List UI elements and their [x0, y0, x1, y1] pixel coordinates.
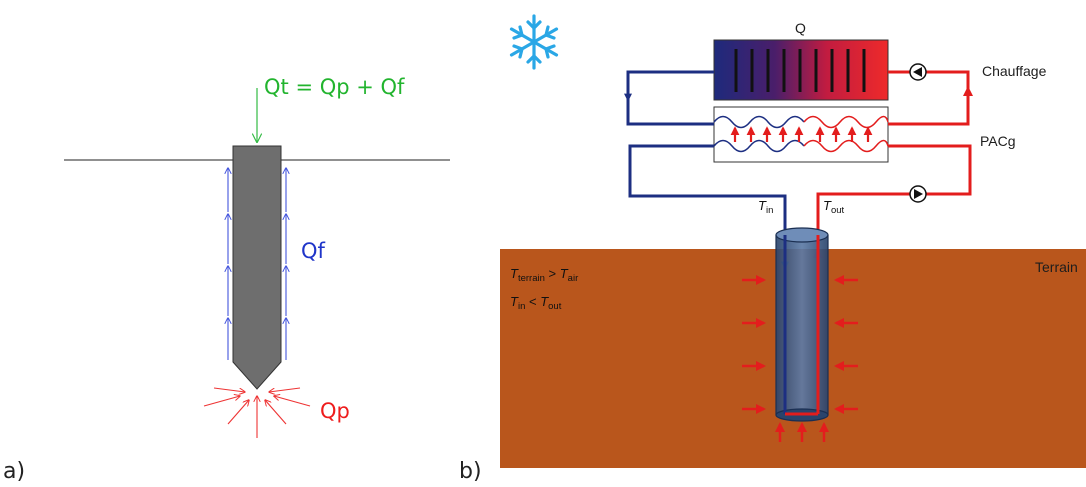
- heat-pump-label: PACg: [980, 133, 1016, 149]
- panel-b: Terrain Q: [459, 14, 1086, 484]
- t-in-label: Tin: [758, 198, 773, 216]
- exchanger-heat-arrows: [730, 126, 873, 142]
- exchanger-coil-blue: [713, 115, 805, 129]
- exchanger-coil-red-2: [803, 139, 889, 153]
- ground-heat-arrows: [742, 275, 858, 442]
- heating-label: Chauffage: [982, 63, 1047, 79]
- pump-icon-heating: [909, 63, 927, 81]
- ground-label: Terrain: [1035, 259, 1078, 275]
- shaft-friction-label: Qf: [301, 239, 326, 263]
- total-load-label: Qt = Qp + Qf: [264, 75, 405, 99]
- heat-label: Q: [795, 20, 806, 36]
- shaft-friction-arrows: [228, 168, 286, 360]
- snowflake-icon: [509, 14, 559, 70]
- tip-resistance-arrows: [203, 387, 311, 438]
- tip-resistance-label: Qp: [320, 399, 350, 423]
- pile-shaft: [232, 145, 282, 390]
- t-out-label: Tout: [823, 198, 845, 216]
- condition-1: Tterrain > Tair: [510, 266, 578, 284]
- heat-pump-box: [713, 106, 889, 163]
- exchanger-coil-blue-2: [713, 139, 805, 153]
- pump-icon-ground: [909, 185, 927, 203]
- energy-pile: [775, 227, 829, 422]
- panel-b-tag: b): [459, 459, 482, 484]
- radiator-fins: [734, 49, 866, 92]
- panel-a: Qt = Qp + Qf Qf Qp a): [3, 75, 450, 484]
- exchanger-coil-red: [803, 115, 889, 129]
- panel-a-tag: a): [3, 459, 25, 484]
- condition-2: Tin < Tout: [510, 294, 562, 312]
